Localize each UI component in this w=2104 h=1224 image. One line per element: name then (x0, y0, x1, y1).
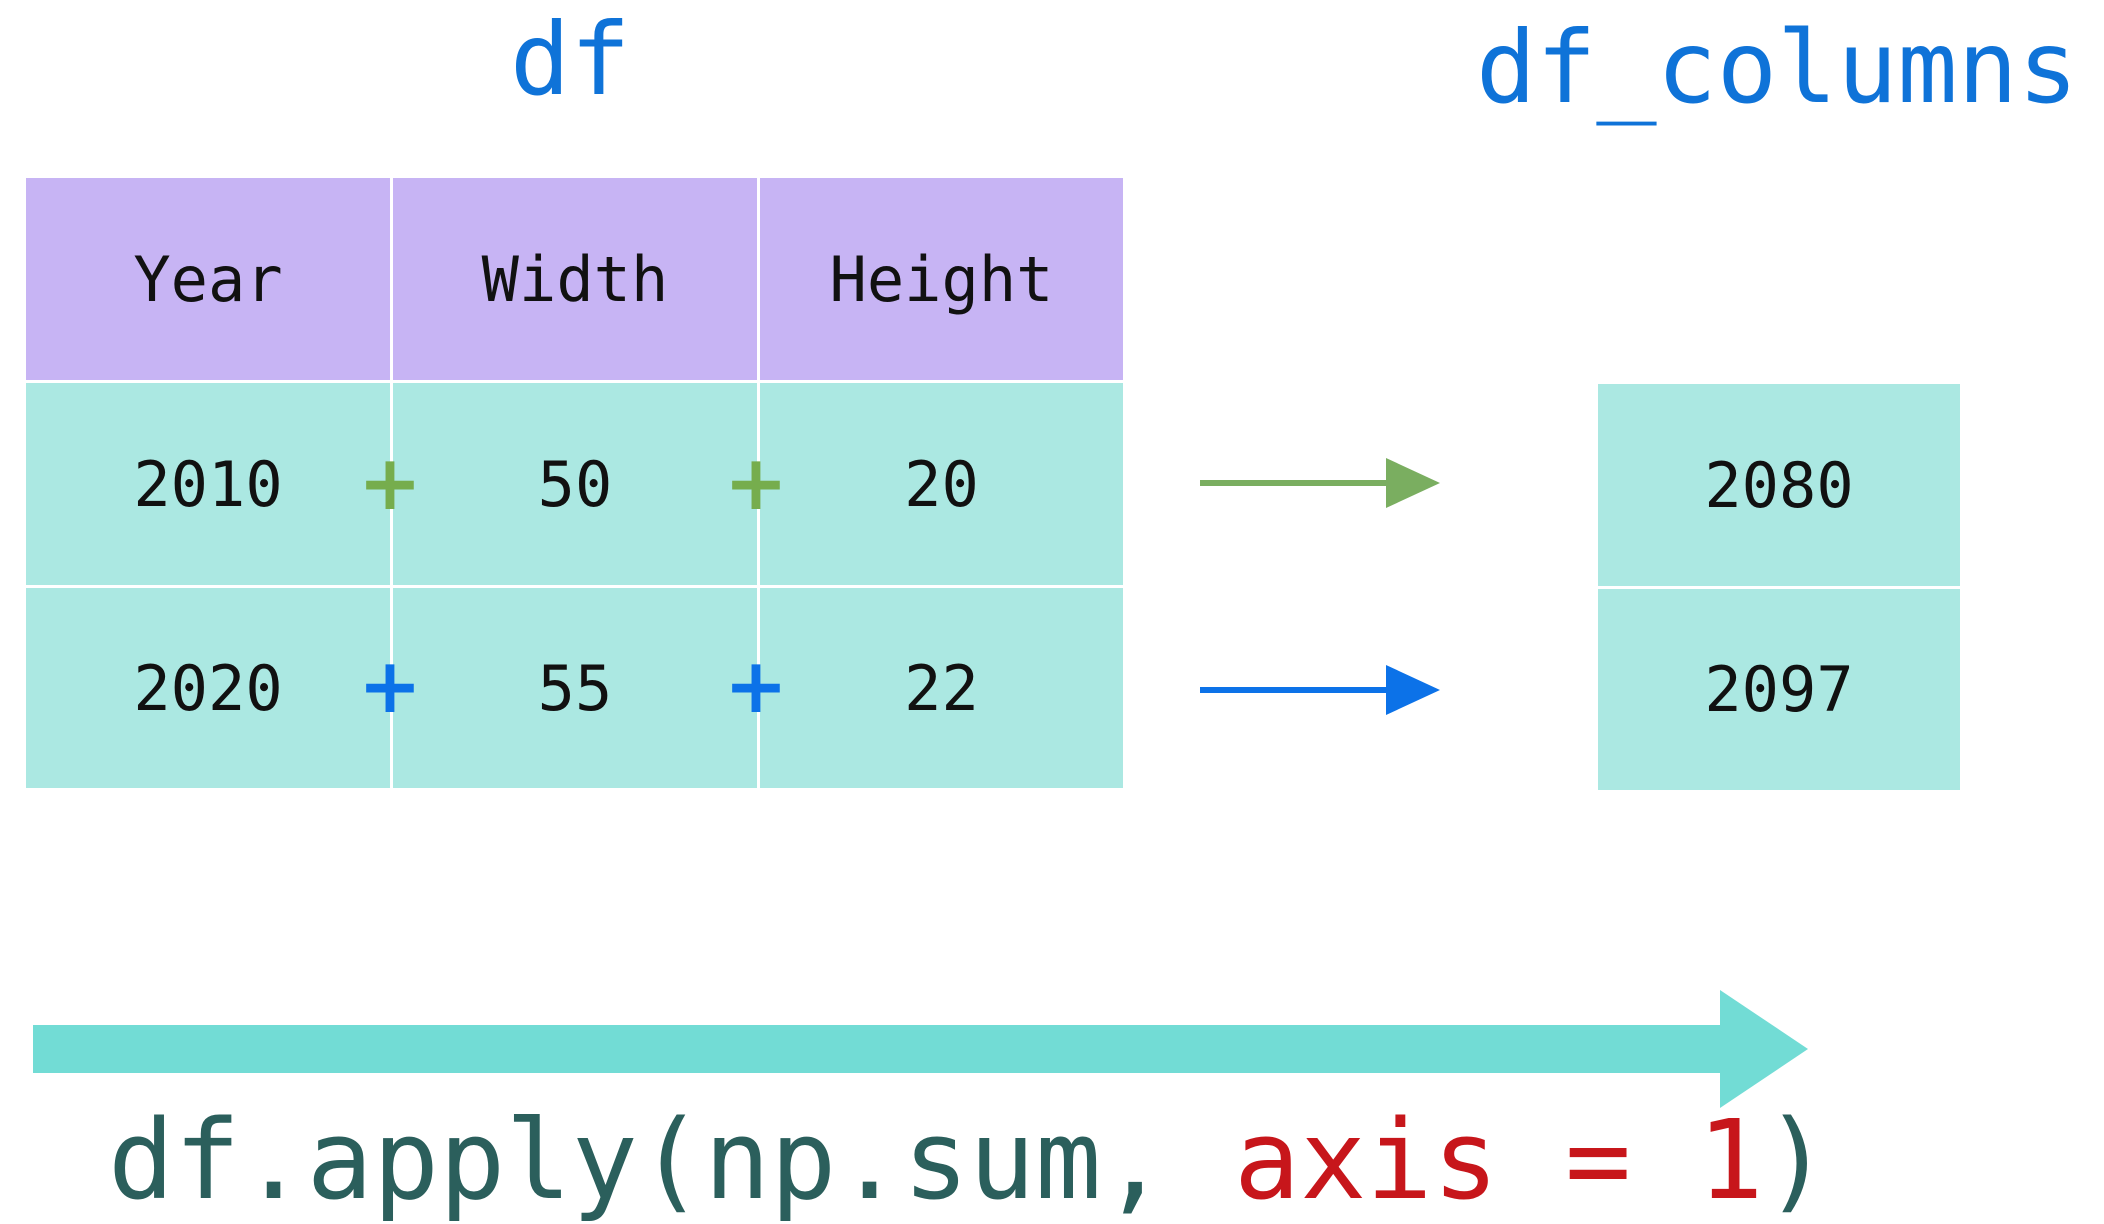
plus-operator-row1-a: + (358, 438, 422, 527)
result-series: 2080 2097 (1598, 384, 1960, 790)
result-title: df_columns (1476, 9, 2079, 126)
table-cell-row1-height: 20 (760, 383, 1123, 585)
column-header-width: Width (393, 178, 757, 380)
row2-arrow (1200, 665, 1440, 715)
table-cell-row2-year: 2020 (26, 588, 390, 788)
table-cell-row1-year: 2010 (26, 383, 390, 585)
dataframe-title: df (510, 1, 631, 118)
table-cell-row2-height: 22 (760, 588, 1123, 788)
row1-arrow (1200, 458, 1440, 508)
column-header-year: Year (26, 178, 390, 380)
apply-code-snippet: df.apply(np.sum, axis = 1) (108, 1105, 1830, 1215)
plus-operator-row2-b: + (724, 641, 788, 730)
table-cell-row1-width: 50 (393, 383, 757, 585)
dataframe-table: Year Width Height 2010 50 20 2020 55 22 (26, 178, 1123, 790)
axis-direction-arrow (33, 990, 1808, 1108)
code-suffix: ) (1763, 1096, 1830, 1224)
result-cell-row1: 2080 (1598, 384, 1960, 586)
code-prefix: df.apply(np.sum, (108, 1096, 1234, 1224)
result-cell-row2: 2097 (1598, 589, 1960, 790)
plus-operator-row2-a: + (358, 641, 422, 730)
plus-operator-row1-b: + (724, 438, 788, 527)
code-axis-argument: axis = 1 (1233, 1096, 1764, 1224)
column-header-height: Height (760, 178, 1123, 380)
table-cell-row2-width: 55 (393, 588, 757, 788)
